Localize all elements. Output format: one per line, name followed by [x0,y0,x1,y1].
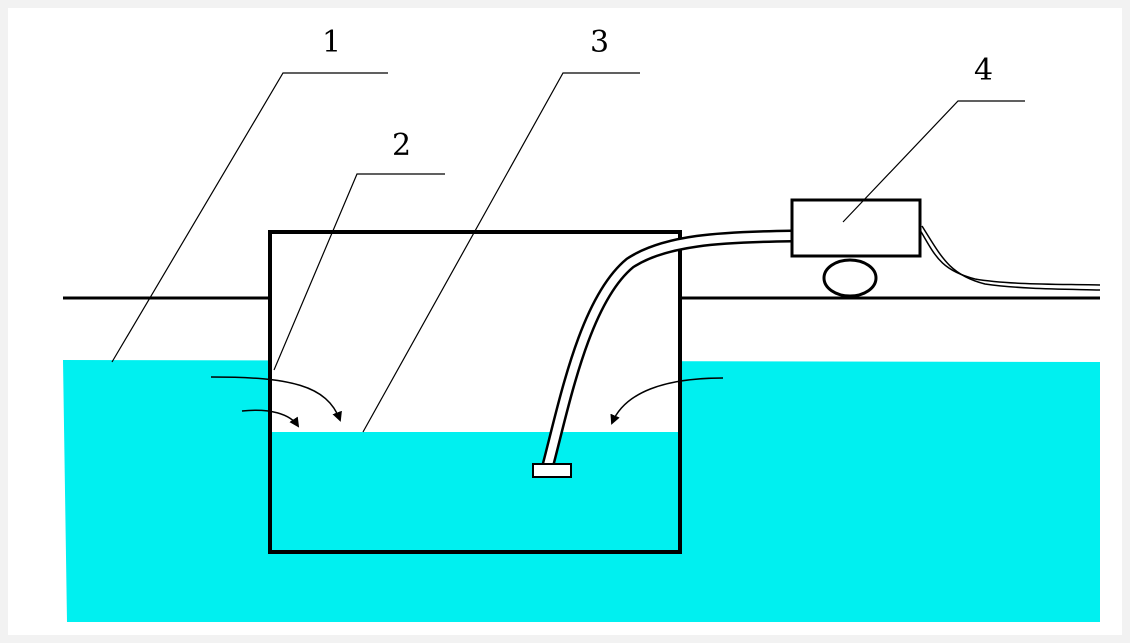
leader-line-4 [842,100,1025,223]
suction-hose-inner [544,232,793,467]
pit-water [270,432,680,552]
pit-interior [270,232,680,432]
seepage-arrow-upper-left [210,376,342,422]
seepage-arrow-right [610,377,724,425]
label-1: 1 [322,25,341,60]
leader-line-3 [362,72,640,433]
pump-body [790,198,922,258]
label-2: 2 [392,128,411,163]
discharge-pipe-outer [919,229,1101,286]
label-3: 3 [590,25,609,60]
discharge-pipe-inner [921,225,1101,291]
label-4: 4 [974,53,993,88]
hose-intake [532,463,572,478]
leader-line-1 [111,72,388,363]
pump-wheel [822,258,878,298]
leader-line-2 [273,173,445,371]
seepage-arrow-lower-left [241,409,300,428]
